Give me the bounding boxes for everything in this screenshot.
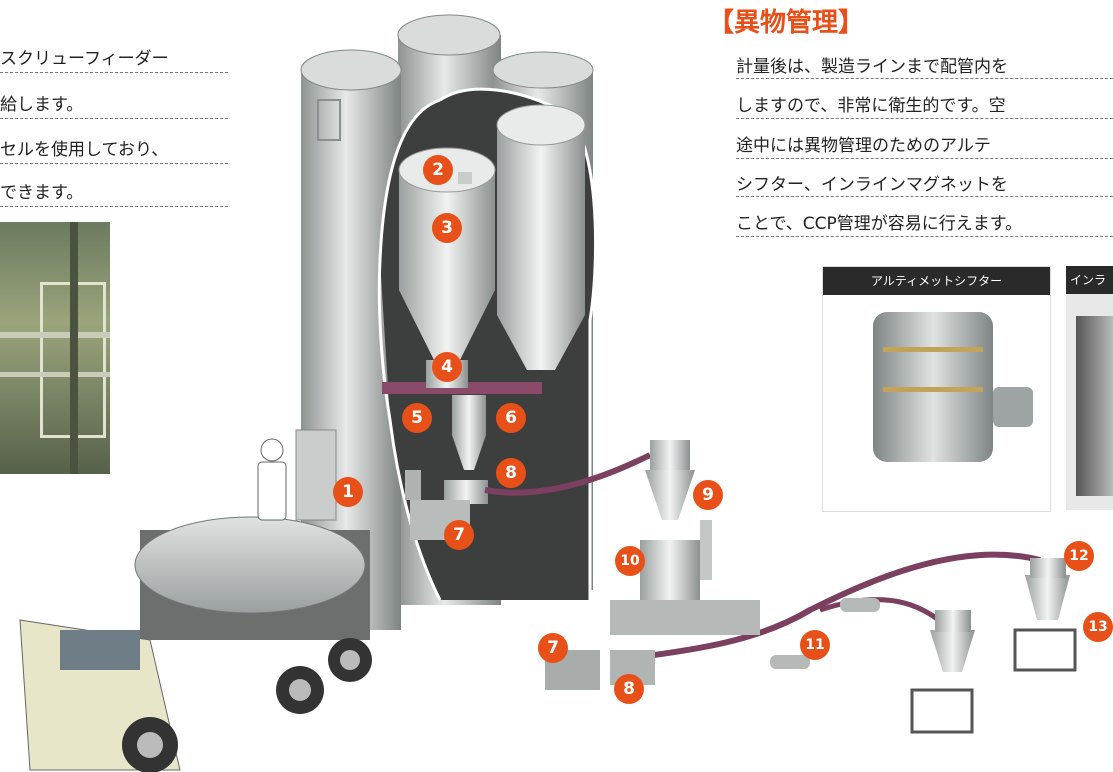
divider — [0, 72, 228, 73]
marker-8b: 8 — [614, 674, 644, 704]
marker-4: 4 — [432, 352, 462, 382]
marker-9: 9 — [693, 480, 723, 510]
marker-3: 3 — [432, 213, 462, 243]
factory-photo — [0, 222, 110, 474]
inline-photo: インラ — [1066, 266, 1113, 510]
divider — [736, 158, 1113, 159]
marker-7b: 7 — [538, 633, 568, 663]
marker-1: 1 — [333, 477, 363, 507]
marker-12: 12 — [1064, 541, 1094, 571]
right-text-line-3: 途中には異物管理のためのアルテ — [736, 136, 991, 156]
divider — [736, 118, 1113, 119]
inline-caption: インラ — [1066, 266, 1113, 294]
right-text-line-4: シフター、インラインマグネットを — [736, 175, 1008, 195]
left-text-line-2: 給します。 — [0, 95, 84, 115]
marker-10: 10 — [615, 546, 645, 576]
divider — [0, 118, 228, 119]
divider — [736, 236, 1113, 237]
sifter-caption: アルティメットシフター — [823, 267, 1050, 295]
section-title: 【異物管理】 — [708, 8, 865, 38]
marker-7: 7 — [444, 520, 474, 550]
marker-2: 2 — [423, 155, 453, 185]
divider — [736, 78, 1113, 79]
divider — [0, 206, 228, 207]
right-text-line-1: 計量後は、製造ラインまで配管内を — [736, 57, 1008, 77]
tanker-truck — [19, 516, 372, 772]
left-text-line-4: できます。 — [0, 183, 84, 203]
right-text-line-2: しますので、非常に衛生的です。空 — [736, 96, 1006, 116]
marker-11: 11 — [800, 630, 830, 660]
marker-6: 6 — [496, 403, 526, 433]
sifter-photo: アルティメットシフター — [822, 266, 1051, 512]
left-text-line-1: スクリューフィーダー — [0, 49, 169, 69]
divider — [736, 196, 1113, 197]
left-text-line-3: セルを使用しており、 — [0, 140, 169, 160]
marker-8: 8 — [496, 458, 526, 488]
marker-5: 5 — [402, 403, 432, 433]
divider — [0, 163, 228, 164]
right-text-line-5: ことで、CCP管理が容易に行えます。 — [736, 214, 1023, 234]
marker-13: 13 — [1083, 612, 1113, 642]
